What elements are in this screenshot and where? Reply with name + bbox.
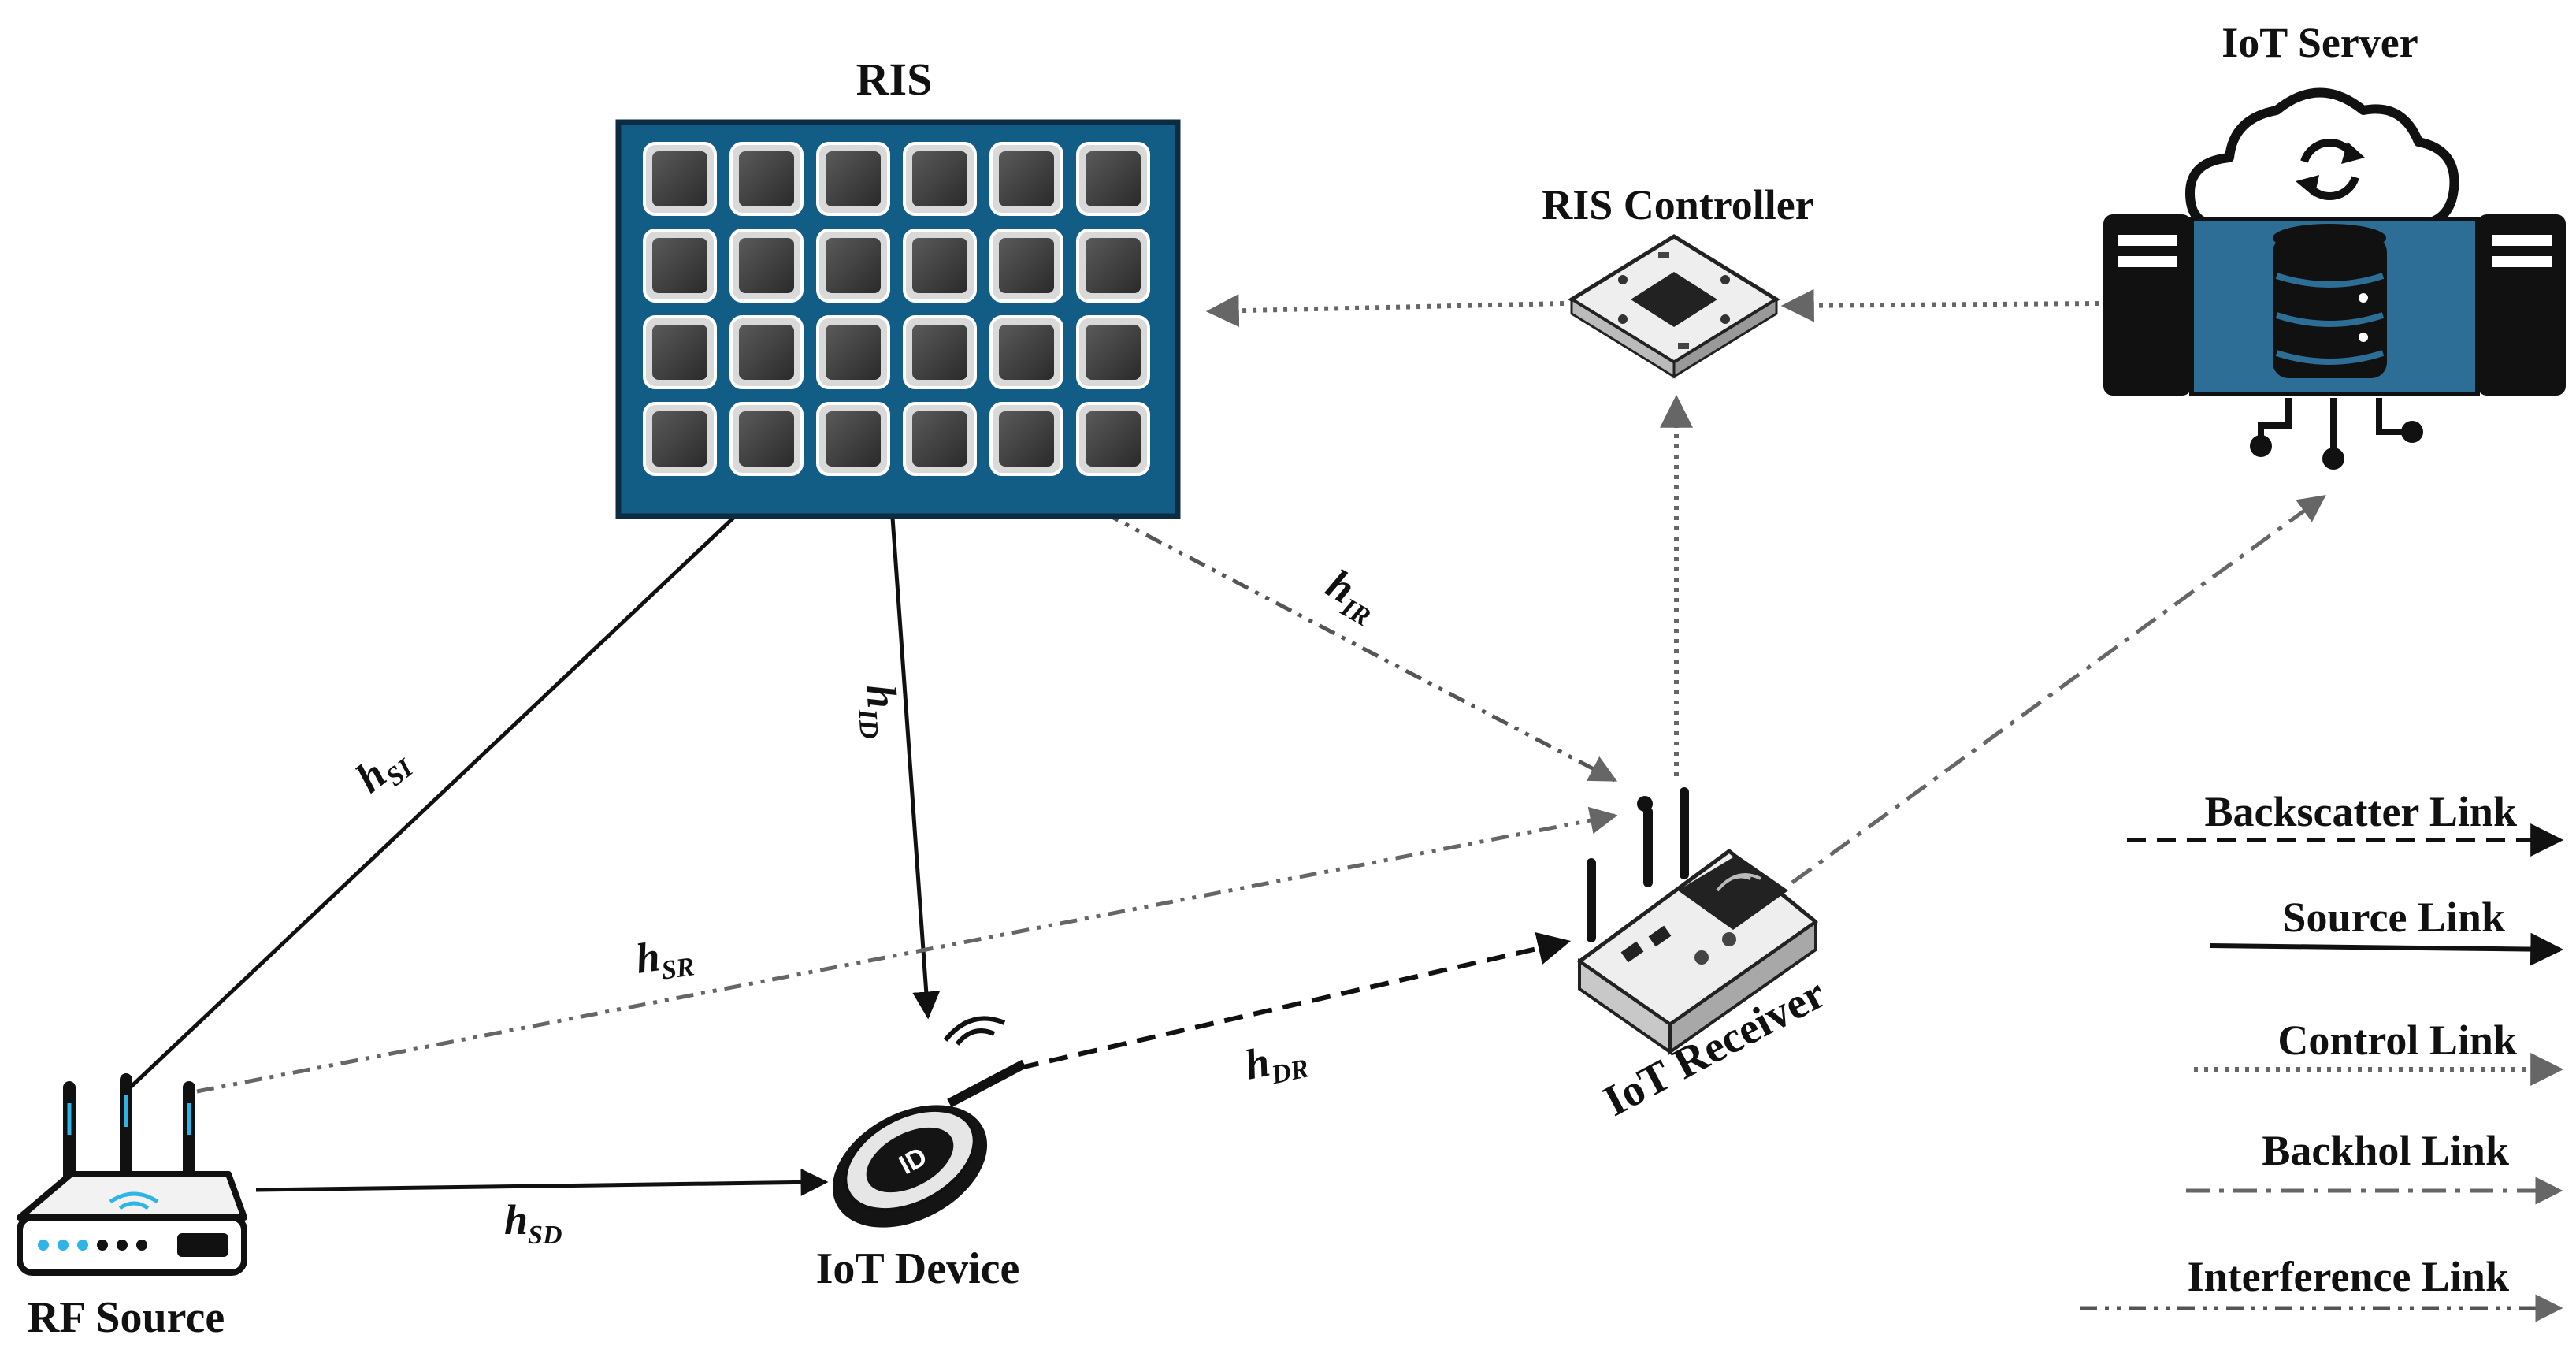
legend-label: Backscatter Link xyxy=(2204,788,2517,835)
ris-element xyxy=(816,229,890,303)
iot-device-label: IoT Device xyxy=(816,1244,1020,1293)
cloud-sync-icon xyxy=(2185,87,2459,229)
legend-line xyxy=(2209,932,2564,966)
legend-item-source: Source Link xyxy=(2209,894,2564,966)
link-server-to-controller xyxy=(1780,288,2100,322)
link-source-to-device xyxy=(255,1168,829,1196)
ris-element xyxy=(643,229,717,303)
channel-h-sr: hSR xyxy=(633,927,696,988)
link-source-to-ris xyxy=(124,490,763,1093)
ris-element xyxy=(816,142,890,216)
ris-element xyxy=(643,315,717,389)
rf-source-label: RF Source xyxy=(28,1293,225,1342)
ris-element xyxy=(729,142,804,216)
link-source-to-receiver xyxy=(196,806,1618,1094)
link-ris-to-device xyxy=(888,484,941,1020)
ris-element xyxy=(903,142,977,216)
ris-controller-label: RIS Controller xyxy=(1542,181,1814,229)
ris-element xyxy=(729,402,804,476)
legend-label: Interference Link xyxy=(2188,1253,2509,1300)
channel-h-sd: hSD xyxy=(504,1196,562,1250)
ris-element xyxy=(989,229,1063,303)
ris-element xyxy=(729,315,804,389)
ris-element xyxy=(816,315,890,389)
ris-element-grid xyxy=(643,142,1150,476)
ris-element xyxy=(1076,142,1150,216)
ris-element xyxy=(989,315,1063,389)
network-connector-icon xyxy=(2250,398,2423,470)
ris-element xyxy=(643,402,717,476)
ris-controller-icon xyxy=(1568,234,1780,379)
channel-h-dr: hDR xyxy=(1241,1030,1312,1095)
ris-element xyxy=(1076,229,1150,303)
link-ris-to-receiver xyxy=(1101,510,1618,783)
link-device-to-receiver xyxy=(1019,932,1572,1070)
iot-server-label: IoT Server xyxy=(2222,19,2418,66)
channel-h-ir: hIR xyxy=(1316,559,1387,632)
legend-item-control: Control Link xyxy=(2194,1017,2564,1086)
link-receiver-to-server xyxy=(1791,494,2326,885)
legend-item-backscatter: Backscatter Link xyxy=(2127,788,2564,857)
ris-element xyxy=(903,402,977,476)
channel-h-si: hSI xyxy=(347,734,419,807)
database-icon xyxy=(2273,224,2387,378)
ris-element xyxy=(1076,402,1150,476)
legend: Backscatter Link Source Link Control Lin… xyxy=(2080,788,2564,1322)
legend-item-backhaul: Backhol Link xyxy=(2186,1127,2563,1205)
links xyxy=(124,288,2326,1196)
ris-element xyxy=(903,229,977,303)
ris-element xyxy=(989,142,1063,216)
link-controller-to-ris xyxy=(1205,294,1565,328)
router-icon xyxy=(17,1073,247,1276)
wifi-signal-icon xyxy=(943,1016,1006,1046)
iot-receiver-icon xyxy=(1577,787,1818,1055)
ris-element xyxy=(816,402,890,476)
ris-panel xyxy=(615,119,1181,519)
ris-element xyxy=(989,402,1063,476)
legend-item-interference: Interference Link xyxy=(2080,1253,2563,1322)
legend-label: Backhol Link xyxy=(2262,1127,2509,1174)
channel-h-id: hID xyxy=(851,683,908,740)
iot-tag-icon: ID xyxy=(832,1059,1026,1228)
ris-element xyxy=(729,229,804,303)
ris-element xyxy=(903,315,977,389)
ris-element xyxy=(1076,315,1150,389)
legend-label: Control Link xyxy=(2277,1017,2517,1064)
legend-label: Source Link xyxy=(2282,894,2505,941)
ris-element xyxy=(643,142,717,216)
ris-label: RIS xyxy=(856,54,933,105)
